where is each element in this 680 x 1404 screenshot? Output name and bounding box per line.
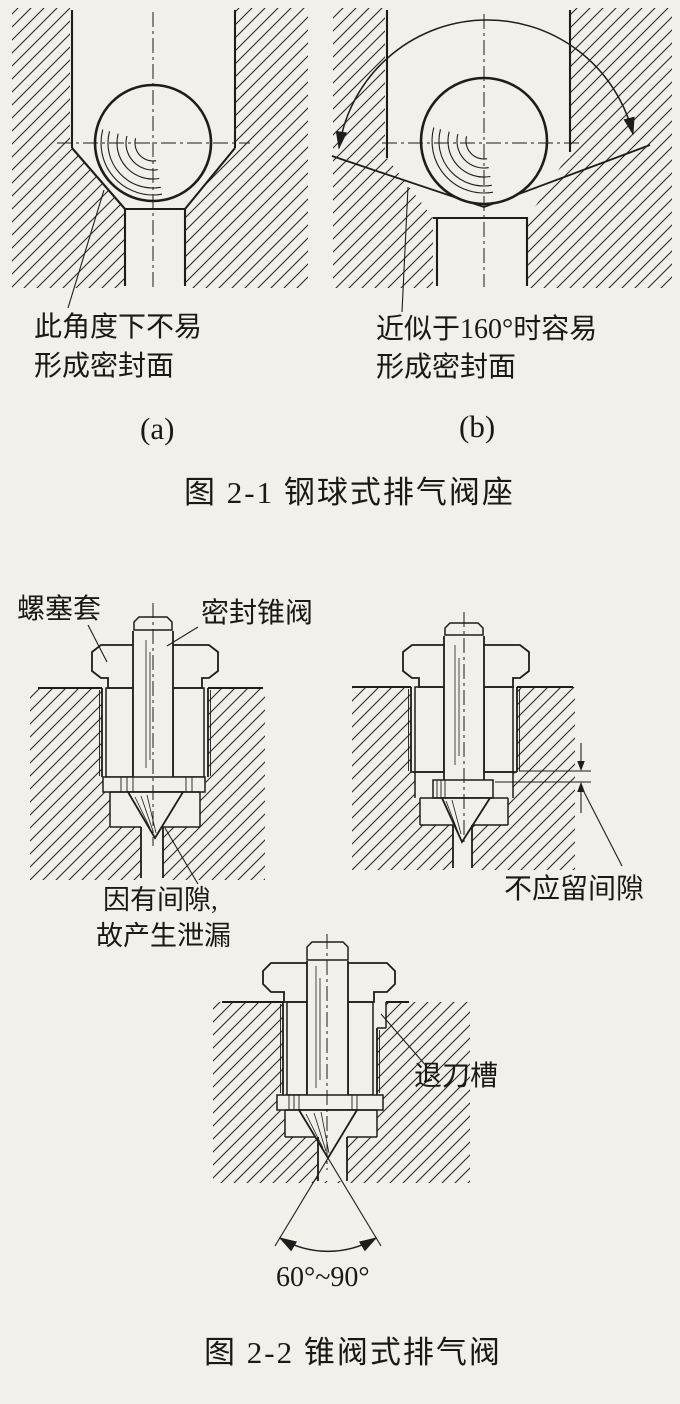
fig2-left-valve-drawing [30, 603, 265, 885]
sublabel-a: (a) [140, 411, 175, 446]
valve-stem-cap [306, 941, 349, 961]
figure1-caption: 图 2-1 钢球式排气阀座 [184, 475, 515, 510]
sublabel-b: (b) [459, 409, 496, 444]
plug-sleeve-flange [402, 644, 530, 688]
valve-collar [432, 779, 494, 799]
leader-line-a [67, 189, 105, 309]
valve-stem-cap [444, 622, 484, 636]
annotation-a-line2: 形成密封面 [34, 351, 175, 382]
fig1a-ball-seat-drawing [12, 6, 308, 309]
label-sealing-cone-valve: 密封锥阀 [201, 598, 314, 629]
fig2-bottom-valve-drawing [213, 934, 470, 1253]
plug-sleeve-flange [91, 644, 219, 689]
annotation-b-line2: 形成密封面 [376, 352, 517, 383]
gap-dimension [495, 743, 623, 867]
figure2-caption: 图 2-2 锥阀式排气阀 [204, 1335, 502, 1370]
undercut-groove [377, 1002, 387, 1029]
sealing-cone [297, 1109, 359, 1160]
fig2-right-valve-drawing [352, 612, 623, 870]
leak-note-line1: 因有间隙, [103, 885, 218, 915]
leader-leak-gap [164, 827, 199, 885]
plug-sleeve-flange [262, 962, 396, 1003]
leader-line-b [401, 186, 409, 313]
leak-note-line2: 故产生泄漏 [96, 921, 231, 951]
annotation-b-line1: 近似于160°时容易 [376, 314, 598, 345]
angle-arc-160 [335, 19, 635, 150]
leader-no-gap [582, 789, 623, 867]
fig1b-ball-seat-drawing [331, 6, 672, 313]
leader-cone-valve [166, 626, 199, 647]
cone-angle-value: 60°~90° [276, 1262, 370, 1293]
valve-collar [276, 1094, 384, 1111]
leader-plug-sleeve [87, 624, 108, 663]
sealing-cone [126, 791, 185, 840]
leader-undercut [380, 1013, 429, 1069]
label-plug-sleeve: 螺塞套 [17, 594, 102, 625]
no-gap-note: 不应留间隙 [504, 874, 645, 905]
angle-arc-60-90 [278, 1237, 378, 1253]
label-undercut-groove: 退刀槽 [414, 1061, 499, 1092]
valve-collar [102, 776, 206, 793]
annotation-a-line1: 此角度下不易 [34, 312, 203, 343]
